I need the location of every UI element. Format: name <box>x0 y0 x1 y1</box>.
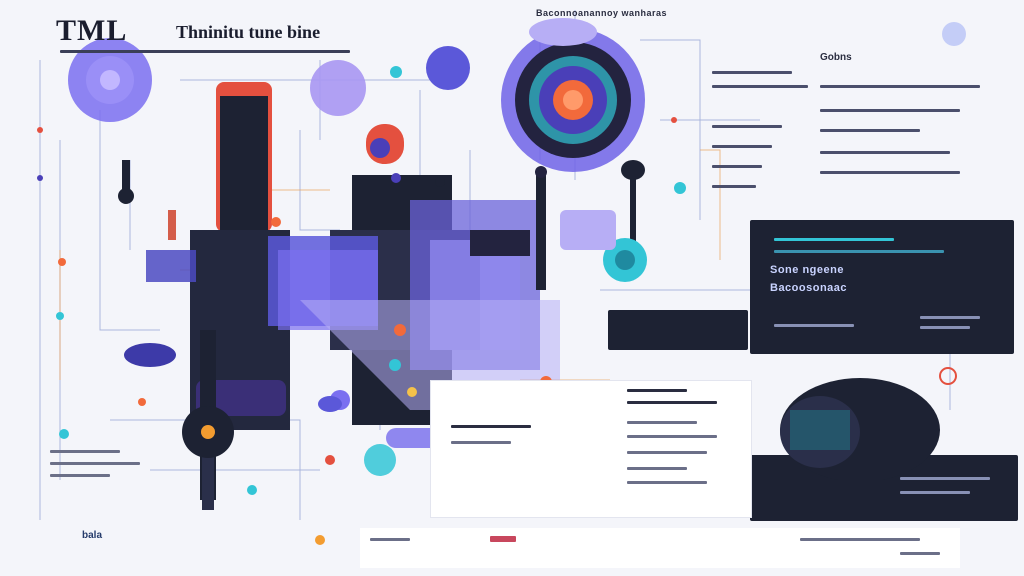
side-panel-heading: Gobns <box>820 52 852 63</box>
dark-info-panel: Sone ngeene Bacoosonaac <box>750 220 1014 354</box>
dark-panel-line-1: Sone ngeene <box>770 264 844 276</box>
left-notes <box>50 450 170 490</box>
dark-panel-line-2: Bacoosonaac <box>770 282 848 294</box>
document-panel <box>430 380 752 518</box>
page-subtitle: Thninitu tune bine <box>176 22 321 42</box>
side-text-list <box>700 55 1000 215</box>
bottom-label: bala <box>82 530 103 541</box>
bottom-strip <box>360 528 960 568</box>
subtitle-line <box>60 50 350 53</box>
dark-strip <box>608 310 748 350</box>
top-caption: Baconnoanannoy wanharas <box>536 8 668 18</box>
lens-graphic <box>780 378 940 480</box>
page-title: TML <box>56 14 128 47</box>
